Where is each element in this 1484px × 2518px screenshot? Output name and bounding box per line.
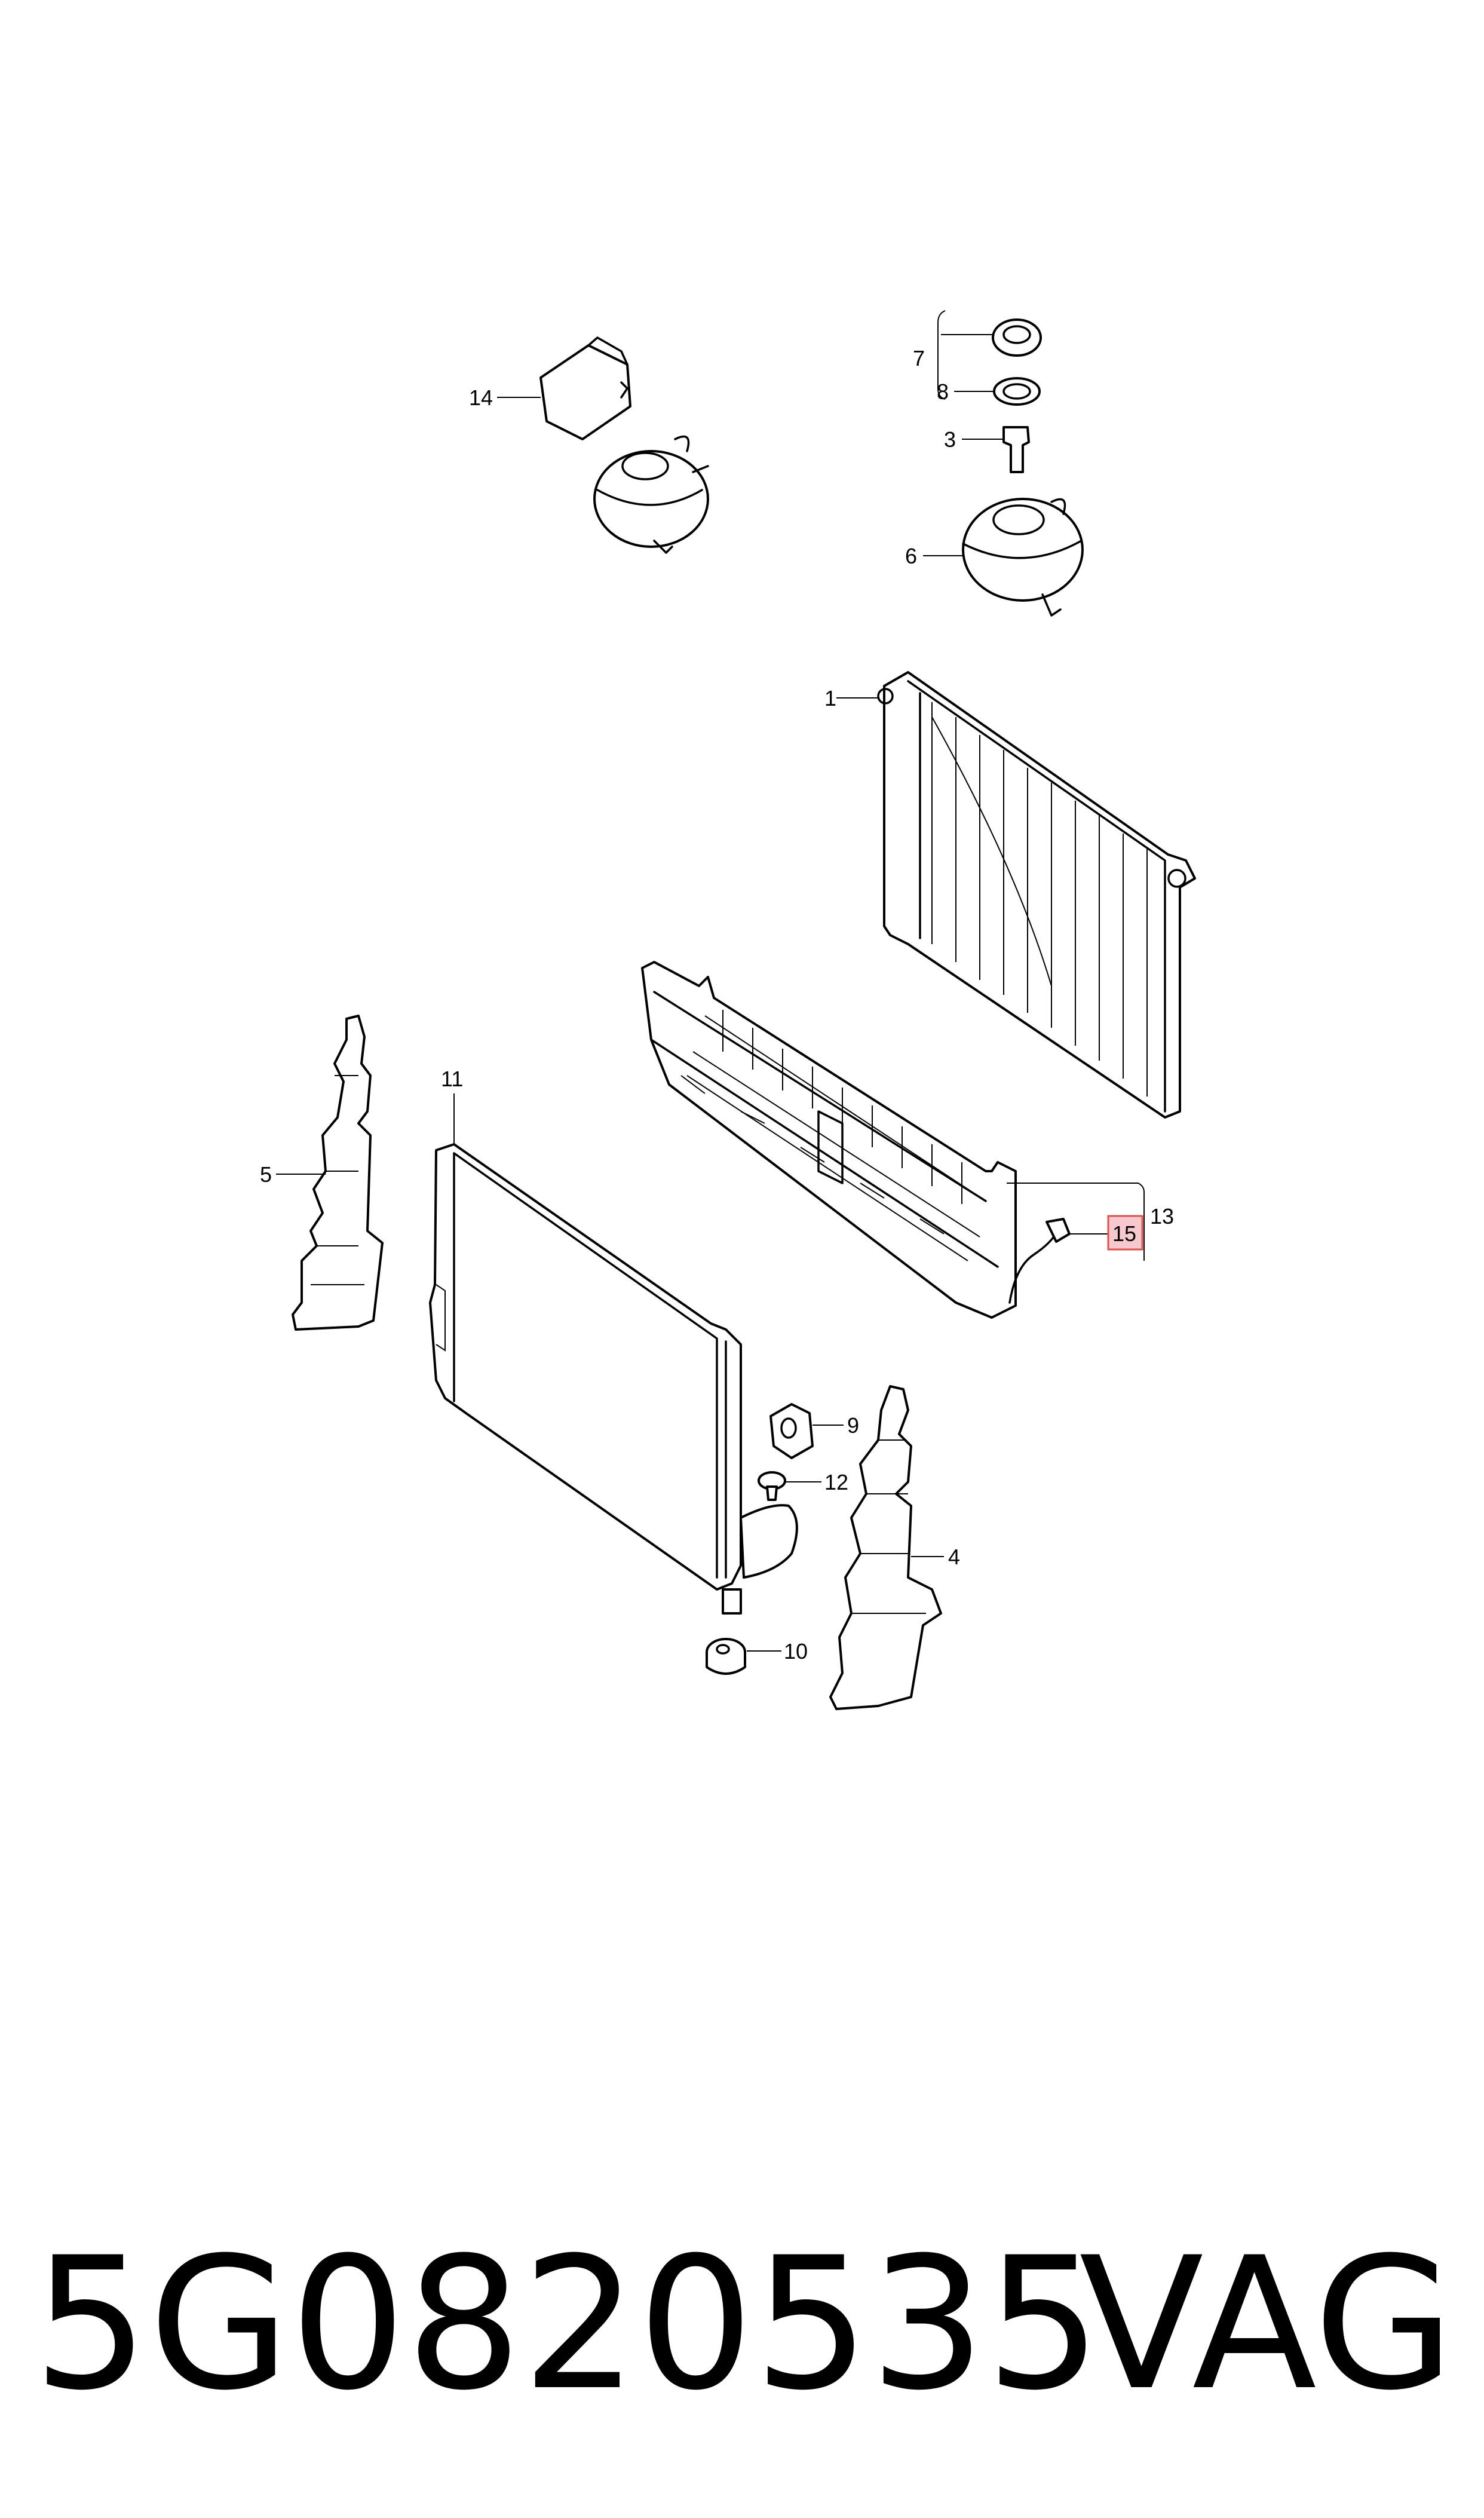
callout-label-12: 12	[824, 1470, 848, 1494]
callout-5[interactable]: 5	[260, 1162, 326, 1187]
callout-label-4: 4	[948, 1545, 960, 1569]
callout-4[interactable]: 4	[911, 1545, 960, 1569]
callout-13[interactable]: 13	[1007, 1183, 1174, 1261]
callout-label-1: 1	[824, 686, 836, 710]
callout-9[interactable]: 9	[812, 1413, 859, 1438]
callout-7[interactable]: 7	[913, 310, 993, 400]
sealing-ring-part[interactable]	[993, 377, 1041, 406]
callout-label-11: 11	[441, 1067, 463, 1091]
radiator-part[interactable]	[877, 671, 1196, 1119]
brand-name: VAG	[1079, 2218, 1455, 2430]
intercooler-outlet-pipe-part[interactable]	[722, 1504, 798, 1615]
rubber-mount-lower-part[interactable]	[706, 1638, 746, 1675]
coolant-bottle-part[interactable]	[539, 336, 631, 440]
callout-label-5: 5	[260, 1162, 272, 1187]
left-air-duct-part[interactable]	[292, 1015, 384, 1331]
exploded-parts-diagram: 14 7 8 3 6	[260, 310, 1196, 1710]
shutter-actuator-wire-part[interactable]	[1008, 1218, 1071, 1304]
bolt-part[interactable]	[1002, 426, 1030, 473]
charge-air-cooler-part[interactable]	[429, 1143, 742, 1591]
callout-label-8: 8	[937, 379, 949, 404]
filler-cap-part[interactable]	[992, 318, 1042, 357]
part-number: 5G0820535	[33, 2218, 1102, 2430]
callout-label-9: 9	[847, 1413, 859, 1438]
callout-6[interactable]: 6	[905, 544, 963, 568]
callout-label-13: 13	[1150, 1204, 1174, 1229]
clip-part[interactable]	[758, 1471, 786, 1501]
rubber-mount-upper-part[interactable]	[769, 1403, 814, 1459]
callout-label-15: 15	[1112, 1221, 1136, 1246]
callout-label-3: 3	[944, 427, 956, 452]
callout-label-6: 6	[905, 544, 917, 568]
radiator-shutter-part[interactable]	[641, 961, 1017, 1319]
callout-15-highlight	[1107, 1215, 1143, 1251]
callout-label-7: 7	[913, 346, 925, 370]
callout-14[interactable]: 14	[469, 385, 541, 410]
callout-15[interactable]: 15	[1069, 1215, 1143, 1251]
callout-label-10: 10	[784, 1639, 808, 1664]
expansion-tank-right-part[interactable]	[962, 498, 1084, 617]
callout-11[interactable]: 11	[441, 1067, 463, 1144]
callout-10[interactable]: 10	[747, 1639, 808, 1664]
right-air-duct-part[interactable]	[829, 1385, 942, 1710]
callout-1[interactable]: 1	[824, 686, 878, 710]
footer: 5G0820535 VAG	[33, 2218, 1455, 2430]
callout-12[interactable]: 12	[786, 1470, 848, 1494]
callout-3[interactable]: 3	[944, 427, 1004, 452]
callout-8[interactable]: 8	[937, 379, 994, 404]
callout-label-14: 14	[469, 385, 493, 410]
expansion-tank-left-part[interactable]	[593, 435, 709, 554]
